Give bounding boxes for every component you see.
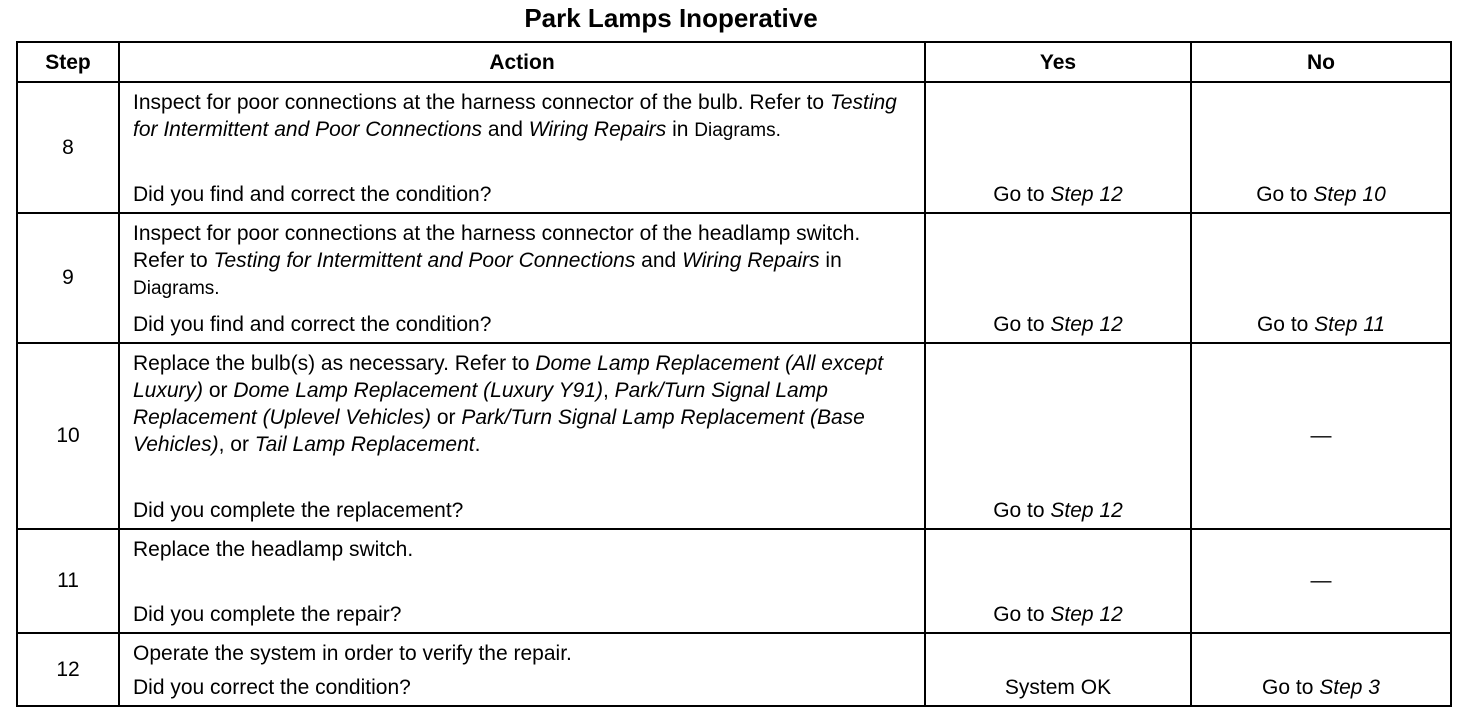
table-row: 8 Inspect for poor connections at the har… <box>16 81 1452 214</box>
header-yes: Yes <box>924 41 1192 83</box>
italic-reference: Park/Turn Signal Lamp Replacement (Uplev… <box>133 379 828 429</box>
step-number: 11 <box>16 528 120 634</box>
table-row: 9 Inspect for poor connections at the har… <box>16 212 1452 344</box>
not-applicable-dash: — <box>1310 569 1332 592</box>
text-run: in <box>666 118 695 141</box>
result-text: Go to Step 10 <box>1192 181 1450 208</box>
text-run: and <box>635 249 683 272</box>
text-run: Diagrams. <box>133 278 220 299</box>
header-row: Step Action Yes No <box>16 41 1452 83</box>
italic-reference: Step 3 <box>1319 676 1380 699</box>
text-run: or <box>203 379 234 402</box>
text-run: Go to <box>1262 676 1320 699</box>
step-number: 9 <box>16 212 120 344</box>
not-applicable-dash: — <box>1310 424 1332 447</box>
action-question: Did you complete the repair? <box>133 603 402 626</box>
header-action: Action <box>118 41 926 83</box>
no-result: Go to Step 10 <box>1190 81 1452 214</box>
action-cell: Inspect for poor connections at the harn… <box>118 81 926 214</box>
text-run: . <box>474 433 481 456</box>
page-title: Park Lamps Inoperative <box>524 3 818 33</box>
result-text: Go to Step 3 <box>1192 674 1450 701</box>
text-run: Go to <box>1256 313 1315 336</box>
action-cell: Replace the bulb(s) as necessary. Refer … <box>118 342 926 530</box>
italic-reference: Step 12 <box>1050 499 1123 522</box>
action-instruction: Replace the bulb(s) as necessary. Refer … <box>133 350 916 458</box>
header-no: No <box>1190 41 1452 83</box>
text-run: or <box>431 406 462 429</box>
result-text: Go to Step 11 <box>1192 311 1450 338</box>
italic-reference: Wiring Repairs <box>682 249 820 272</box>
italic-reference: Step 12 <box>1050 183 1123 206</box>
action-question: Did you find and correct the condition? <box>133 183 492 206</box>
italic-reference: Dome Lamp Replacement (Luxury Y91) <box>233 379 603 402</box>
yes-result: Go to Step 12 <box>924 81 1192 214</box>
text-run: System OK <box>1004 676 1112 699</box>
no-result: — <box>1190 528 1452 634</box>
yes-result: Go to Step 12 <box>924 212 1192 344</box>
text-run: Inspect for poor connections at the harn… <box>133 91 830 114</box>
result-text: Go to Step 12 <box>926 497 1190 524</box>
action-instruction: Inspect for poor connections at the harn… <box>133 220 916 302</box>
italic-reference: Step 12 <box>1050 603 1123 626</box>
table-row: 12 Operate the system in order to verify … <box>16 632 1452 707</box>
table-row: 11 Replace the headlamp switch. Did you co… <box>16 528 1452 634</box>
no-result: — <box>1190 342 1452 530</box>
italic-reference: Wiring Repairs <box>528 118 667 141</box>
result-text: Go to Step 12 <box>926 311 1190 338</box>
text-run: Go to <box>993 183 1051 206</box>
italic-reference: Testing for Intermittent and Poor Connec… <box>133 91 897 141</box>
text-run: Replace the headlamp switch. <box>133 538 414 561</box>
step-number: 12 <box>16 632 120 707</box>
text-run: , <box>603 379 615 402</box>
action-instruction: Operate the system in order to verify th… <box>133 640 916 667</box>
result-text: Go to Step 12 <box>926 181 1190 208</box>
result-text: Go to Step 12 <box>926 601 1190 628</box>
text-run: Go to <box>993 313 1051 336</box>
action-cell: Operate the system in order to verify th… <box>118 632 926 707</box>
italic-reference: Step 12 <box>1050 313 1123 336</box>
text-run: Go to <box>1256 183 1314 206</box>
italic-reference: Step 11 <box>1314 313 1386 336</box>
step-number: 8 <box>16 81 120 214</box>
italic-reference: Tail Lamp Replacement <box>254 433 475 456</box>
text-run: Go to <box>993 603 1051 626</box>
italic-reference: Dome Lamp Replacement (All except Luxury… <box>133 352 884 402</box>
action-instruction: Replace the headlamp switch. <box>133 536 916 563</box>
header-step: Step <box>16 41 120 83</box>
text-run: , or <box>218 433 255 456</box>
text-run: Go to <box>993 499 1051 522</box>
text-run: Replace the bulb(s) as necessary. Refer … <box>133 352 536 375</box>
step-number: 10 <box>16 342 120 530</box>
text-run: in <box>819 249 842 272</box>
no-result: Go to Step 11 <box>1190 212 1452 344</box>
text-run: Diagrams. <box>694 120 781 141</box>
italic-reference: Testing for Intermittent and Poor Connec… <box>213 249 636 272</box>
text-run: and <box>482 118 529 141</box>
yes-result: Go to Step 12 <box>924 342 1192 530</box>
action-instruction: Inspect for poor connections at the harn… <box>133 89 916 144</box>
italic-reference: Park/Turn Signal Lamp Replacement (Base … <box>133 406 865 456</box>
action-cell: Inspect for poor connections at the harn… <box>118 212 926 344</box>
action-cell: Replace the headlamp switch. Did you comp… <box>118 528 926 634</box>
action-question: Did you complete the replacement? <box>133 499 464 522</box>
no-result: Go to Step 3 <box>1190 632 1452 707</box>
action-question: Did you correct the condition? <box>133 676 411 699</box>
yes-result: Go to Step 12 <box>924 528 1192 634</box>
table-row: 10 Replace the bulb(s) as necessary. Refe… <box>16 342 1452 530</box>
italic-reference: Step 10 <box>1313 183 1386 206</box>
text-run: Operate the system in order to verify th… <box>133 642 572 665</box>
yes-result: System OK <box>924 632 1192 707</box>
text-run: Inspect for poor connections at the harn… <box>133 222 861 272</box>
result-text: System OK <box>926 674 1190 701</box>
action-question: Did you find and correct the condition? <box>133 313 492 336</box>
